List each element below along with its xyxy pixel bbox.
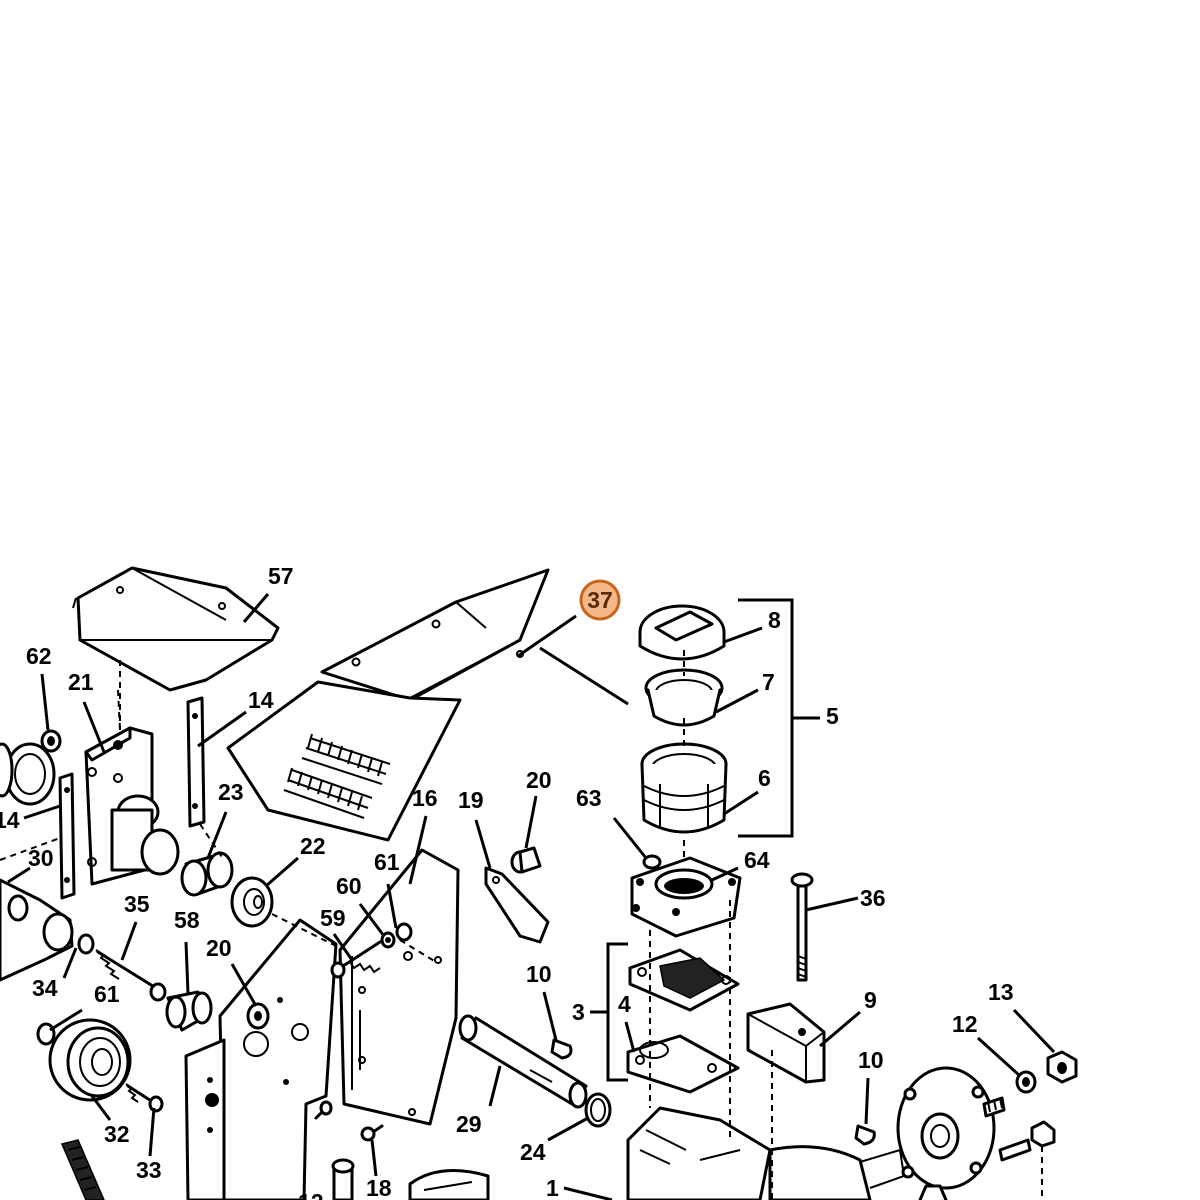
callout-14: 14	[248, 687, 274, 713]
part-62-washer	[40, 729, 62, 753]
part-12-washer	[1015, 1070, 1037, 1094]
leader-lines	[7, 593, 1056, 1200]
part-58-bushing	[165, 990, 213, 1032]
callout-14: 14	[0, 807, 20, 833]
part-29-shaft	[458, 1014, 588, 1109]
part-22-bearing	[230, 876, 274, 928]
part-57-cover-plate	[72, 566, 280, 692]
part-61-washer-center	[395, 922, 413, 942]
part-14-plate-right	[186, 696, 206, 828]
callout-30: 30	[28, 845, 54, 871]
callout-64: 64	[744, 847, 770, 873]
part-24-o-ring	[584, 1092, 612, 1128]
part-bottom-right-partial	[918, 1184, 948, 1200]
part-stud-bolts	[982, 1096, 1056, 1162]
part-18-bolt	[360, 1124, 384, 1142]
callout-61: 61	[374, 849, 400, 875]
part-63-nut	[642, 854, 662, 870]
callout-36: 36	[860, 885, 886, 911]
part-3-gasket-top	[628, 948, 740, 1012]
part-61-washer-left	[36, 1022, 56, 1046]
shroud-vent-slots	[283, 733, 391, 819]
part-33-bolt	[125, 1083, 164, 1113]
part-14-plate-left	[58, 772, 76, 900]
callout-57: 57	[268, 563, 294, 589]
part-mounting-plate-center	[184, 918, 338, 1200]
part-bottom-cap	[408, 1169, 490, 1200]
callout-7: 7	[762, 669, 775, 695]
part-21-bearing-block	[84, 726, 180, 886]
part-36-bolt	[790, 872, 814, 982]
part-9-block	[746, 1002, 826, 1084]
callout-61: 61	[94, 981, 120, 1007]
part-20-bushing-center	[246, 1002, 270, 1030]
part-64-housing	[630, 856, 742, 938]
callout-1: 1	[546, 1175, 559, 1200]
part-59-bolt	[330, 940, 382, 979]
callout-18: 18	[366, 1175, 392, 1200]
callout-63: 63	[576, 785, 602, 811]
callout-20: 20	[206, 935, 232, 961]
callout-12: 12	[952, 1011, 978, 1037]
part-19-bracket	[484, 866, 550, 944]
callout-60: 60	[336, 873, 362, 899]
callout-29: 29	[456, 1111, 482, 1137]
part-32-pulley	[48, 1018, 132, 1102]
part-4-gasket-bottom	[626, 1034, 740, 1094]
callout-21: 21	[68, 669, 94, 695]
callout-34: 34	[32, 975, 58, 1001]
part-spring-lower-left	[60, 1139, 105, 1200]
part-10-key-right	[854, 1124, 876, 1146]
callout-32: 32	[104, 1121, 130, 1147]
callout-3: 3	[572, 999, 585, 1025]
callout-10: 10	[526, 961, 552, 987]
callout-8: 8	[768, 607, 781, 633]
part-30-shaft	[0, 878, 74, 982]
highlight-circle	[579, 579, 621, 621]
part-10-key-center	[550, 1038, 573, 1060]
callout-6: 6	[758, 765, 771, 791]
part-34-washer	[77, 933, 95, 955]
part-13-nut	[1046, 1050, 1078, 1084]
part-37-shroud	[226, 568, 550, 842]
callout-24: 24	[520, 1139, 546, 1165]
part-8-cap	[638, 604, 726, 661]
part-7-seal-ring	[644, 668, 724, 727]
callout-4: 4	[618, 991, 631, 1017]
callout-23: 23	[218, 779, 244, 805]
part-20-bushing-right	[510, 846, 542, 874]
part-bearing-left-edge	[0, 742, 56, 806]
callout-5: 5	[826, 703, 839, 729]
part-flange-hub	[896, 1066, 996, 1190]
callout-labels: 57 62 21 14 14 23 22 30 35 58 20 16 19 2…	[0, 563, 1014, 1200]
part-1-pump-body	[626, 1106, 906, 1200]
callout-13: 13	[988, 979, 1014, 1005]
callout-35: 35	[124, 891, 150, 917]
part-35-bolt	[95, 949, 167, 1002]
callout-9: 9	[864, 987, 877, 1013]
callout-33: 33	[136, 1157, 162, 1183]
part-60-washer	[380, 931, 396, 949]
callout-58: 58	[174, 907, 200, 933]
part-23-bushing	[180, 851, 234, 897]
part-bottom-bolt	[331, 1158, 355, 1200]
part-6-filter	[640, 742, 728, 834]
callout-37: 37	[587, 587, 613, 613]
callout-62: 62	[26, 643, 52, 669]
callout-19: 19	[458, 787, 484, 813]
callout-22: 22	[300, 833, 326, 859]
callout-59: 59	[320, 905, 346, 931]
part-12-bolt-lower	[314, 1100, 333, 1120]
highlighted-callout-37[interactable]: 37	[579, 579, 621, 621]
callout-20: 20	[526, 767, 552, 793]
callout-10: 10	[858, 1047, 884, 1073]
callout-16: 16	[412, 785, 438, 811]
callout-12: 12	[298, 1189, 324, 1200]
